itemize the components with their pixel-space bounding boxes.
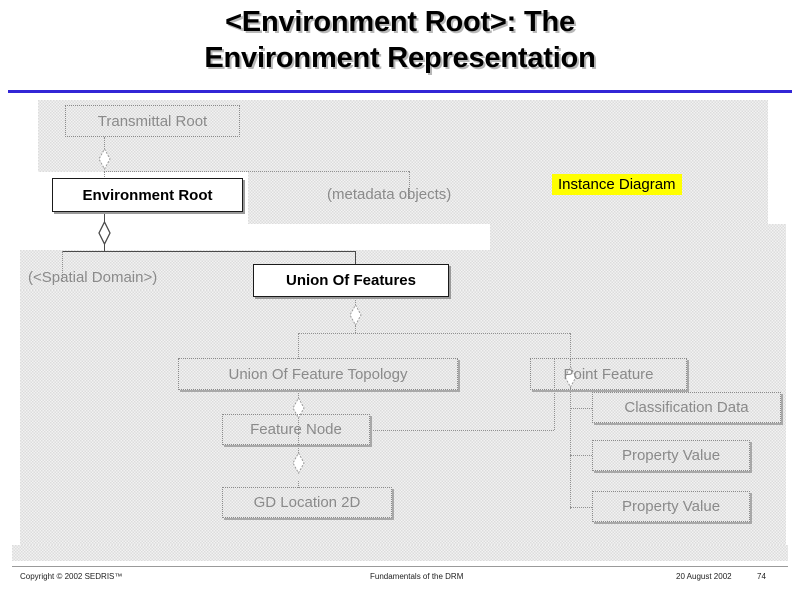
- dim-overlay-mid-right: [490, 224, 786, 250]
- edge-pointfeat-drop: [570, 333, 571, 359]
- edge-to-classification: [570, 408, 592, 409]
- edge-union-features-drop: [355, 251, 356, 265]
- edge-uoft-drop: [298, 333, 299, 359]
- node-label: Property Value: [621, 498, 721, 515]
- footer-date: 20 August 2002: [676, 572, 732, 581]
- instance-diagram-canvas: Transmittal Root Environment Root Union …: [0, 95, 800, 560]
- page-title-line-1: <Environment Root>: The: [225, 6, 575, 38]
- aggregation-diamond-pointfeature: [564, 366, 577, 388]
- aggregation-diamond-union-of-features: [349, 304, 362, 326]
- footer-center-text: Fundamentals of the DRM: [370, 572, 464, 581]
- annotation-metadata-objects: (metadata objects): [327, 186, 452, 203]
- edge-envroot-stem: [104, 212, 105, 223]
- title-divider: [8, 90, 792, 93]
- edge-envroot-to-bus: [104, 243, 105, 251]
- node-union-of-features[interactable]: Union Of Features: [253, 264, 449, 297]
- dim-overlay-band-248: [20, 250, 230, 290]
- dim-overlay-main: [20, 290, 786, 545]
- dim-overlay-top-left: [38, 100, 768, 172]
- instance-diagram-badge: Instance Diagram: [552, 174, 682, 195]
- node-environment-root[interactable]: Environment Root: [52, 178, 243, 212]
- edge-uof-bus: [298, 333, 570, 334]
- node-label: Point Feature: [563, 365, 654, 383]
- annotation-spatial-domain: (<Spatial Domain>): [28, 269, 158, 286]
- edge-pointfeature-spine: [570, 387, 571, 509]
- aggregation-diamond-uoft: [292, 397, 305, 419]
- page-title: <Environment Root>: The Environment Repr…: [0, 4, 800, 76]
- footer-copyright: Copyright © 2002 SEDRIS™: [20, 572, 123, 581]
- edge-spatial-domain-drop: [62, 251, 63, 281]
- node-classification-data[interactable]: Classification Data: [592, 392, 781, 423]
- edge-uof-stem: [355, 297, 356, 305]
- node-label: Feature Node: [250, 421, 342, 438]
- footer-page-number: 74: [757, 572, 766, 581]
- edge-metadata-drop: [409, 171, 410, 199]
- node-label: Transmittal Root: [97, 112, 208, 130]
- edge-transmittal-stem: [104, 137, 105, 151]
- node-label: Classification Data: [624, 399, 749, 416]
- edge-transmittal-branch-h: [104, 171, 409, 172]
- node-point-feature[interactable]: Point Feature: [530, 358, 687, 390]
- aggregation-diamond-featurenode: [292, 452, 305, 474]
- node-property-value-1[interactable]: Property Value: [592, 440, 750, 471]
- edge-to-propertyvalue-2: [570, 507, 592, 508]
- node-label: Property Value: [621, 447, 721, 464]
- node-transmittal-root[interactable]: Transmittal Root: [65, 105, 240, 137]
- aggregation-diamond-envroot: [98, 221, 111, 245]
- page-title-line-2: Environment Representation: [204, 42, 596, 74]
- node-union-of-feature-topology[interactable]: Union Of Feature Topology: [178, 358, 458, 390]
- aggregation-diamond-transmittal: [98, 148, 111, 170]
- edge-pointfeature-stem: [570, 359, 571, 367]
- node-feature-node[interactable]: Feature Node: [222, 414, 370, 445]
- edge-featurenode-to-pointfeature-v: [554, 359, 555, 430]
- dim-overlay-right-col: [490, 250, 786, 290]
- edge-featurenode-stem: [298, 445, 299, 453]
- edge-envroot-bus: [62, 251, 355, 252]
- node-label: Environment Root: [82, 186, 213, 204]
- edge-featurenode-to-pointfeature-h: [370, 430, 554, 431]
- edge-uoft-featurenode: [298, 418, 299, 445]
- footer-divider: [12, 566, 788, 567]
- node-label: Union Of Feature Topology: [228, 365, 408, 383]
- dim-overlay-footer-strip: [12, 545, 788, 561]
- node-property-value-2[interactable]: Property Value: [592, 491, 750, 522]
- node-label: GD Location 2D: [253, 494, 361, 511]
- edge-to-propertyvalue-1: [570, 455, 592, 456]
- edge-uof-to-bus: [355, 325, 356, 333]
- node-gd-location-2d[interactable]: GD Location 2D: [222, 487, 392, 518]
- node-label: Union Of Features: [285, 272, 416, 289]
- edge-featurenode-gdloc: [298, 481, 299, 488]
- edge-uoft-stem: [298, 390, 299, 398]
